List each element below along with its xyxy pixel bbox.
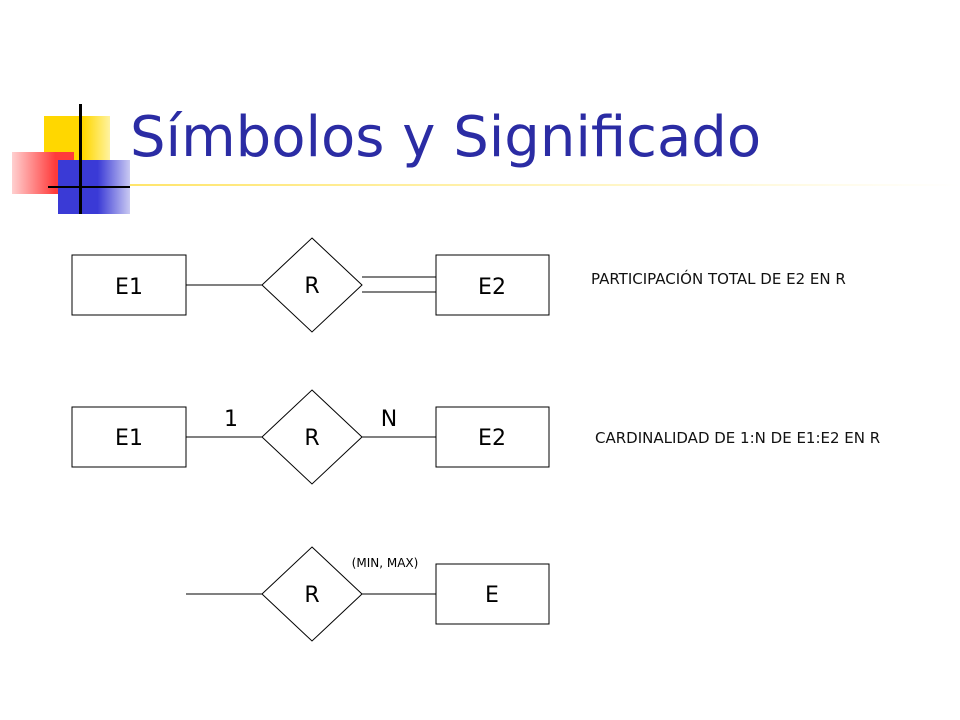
entity-label-e2: E2 bbox=[478, 426, 506, 451]
entity-label-e1: E1 bbox=[115, 275, 143, 300]
relationship-label: R bbox=[304, 426, 319, 451]
min-max-label: (MIN, MAX) bbox=[352, 556, 419, 570]
page-title: Símbolos y Significado bbox=[130, 105, 762, 170]
entity-label-e1: E1 bbox=[115, 426, 143, 451]
cardinality-right: N bbox=[381, 407, 397, 432]
relationship-label: R bbox=[304, 583, 319, 608]
entity-box-e1 bbox=[71, 406, 187, 468]
entity-box-e1 bbox=[71, 254, 187, 316]
relationship-diamond bbox=[261, 237, 363, 333]
entity-box-e bbox=[435, 563, 550, 625]
title-underline bbox=[130, 184, 960, 186]
entity-box-e2 bbox=[435, 406, 550, 468]
entity-box-e2 bbox=[435, 254, 550, 316]
row-total-participation: E1 R E2 bbox=[71, 237, 550, 333]
entity-label-e2: E2 bbox=[478, 275, 506, 300]
relationship-diamond bbox=[261, 546, 363, 642]
entity-label-e: E bbox=[485, 583, 499, 608]
decor-vertical-line bbox=[79, 104, 82, 214]
cardinality-left: 1 bbox=[224, 407, 238, 432]
relationship-label: R bbox=[304, 274, 319, 299]
relationship-diamond bbox=[261, 389, 363, 485]
caption-total-participation: PARTICIPACIÓN TOTAL DE E2 EN R bbox=[591, 270, 846, 288]
caption-cardinality: CARDINALIDAD DE 1:N DE E1:E2 EN R bbox=[595, 429, 881, 447]
row-min-max: R E (MIN, MAX) bbox=[186, 546, 550, 642]
row-cardinality: E1 R E2 1 N bbox=[71, 389, 550, 485]
decor-horizontal-line bbox=[48, 186, 130, 188]
